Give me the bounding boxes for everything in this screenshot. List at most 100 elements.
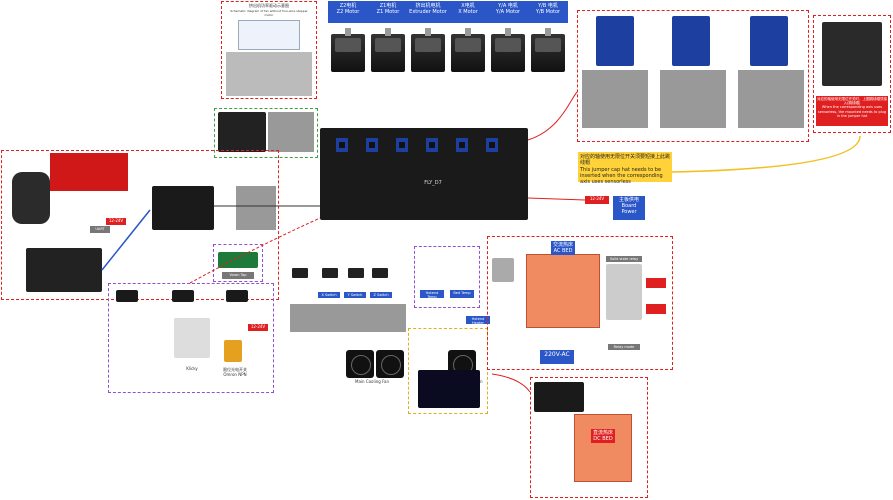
fan-1 bbox=[346, 350, 374, 378]
driver-photo-1 bbox=[596, 16, 634, 66]
board-power-label: 主板供电 Board Power bbox=[613, 196, 645, 220]
motor-label-cn: Z1电机 bbox=[379, 3, 397, 9]
stepper-motor-5 bbox=[531, 28, 565, 72]
fan-2 bbox=[376, 350, 404, 378]
x-switch bbox=[292, 268, 308, 278]
stepper-driver-0 bbox=[336, 138, 348, 152]
pi-voltage-tag: 12-24V bbox=[106, 218, 126, 225]
schematic-note bbox=[226, 52, 312, 96]
probe-box bbox=[108, 283, 274, 393]
motor-label-en: Extruder Motor bbox=[409, 9, 447, 15]
ac-bed-en: AC BED bbox=[553, 248, 573, 254]
motor-face bbox=[455, 38, 481, 52]
y-switch-label: Y Switch bbox=[344, 292, 366, 298]
stepper-motor-1 bbox=[371, 28, 405, 72]
board-label: FLY_D7 bbox=[424, 180, 442, 186]
stepper-driver-5 bbox=[486, 138, 498, 152]
bltouch-photo bbox=[224, 340, 242, 362]
thermistor-box bbox=[414, 246, 480, 308]
motor-label-cn: 挤出机电机 bbox=[415, 3, 441, 9]
hotend-heater-label: Hotend Heater bbox=[466, 316, 490, 325]
motor-label-cn: X电机 bbox=[461, 3, 475, 9]
pi-board-photo bbox=[26, 248, 102, 292]
stepper-driver-4 bbox=[456, 138, 468, 152]
driver-config-note bbox=[268, 112, 314, 152]
driver-config-table bbox=[218, 112, 266, 152]
sensorless-note-cn: 对应的轴使用无限位开关时，上图跳线帽须接入(跳线帽) bbox=[817, 97, 887, 106]
uart-label: UART bbox=[90, 226, 110, 233]
power-arrow bbox=[527, 197, 586, 201]
motor-label-en: Y/A Motor bbox=[495, 9, 521, 15]
pi-red-panel bbox=[50, 153, 128, 191]
motor-label-en: Z2 Motor bbox=[336, 9, 360, 15]
driver-photo-2 bbox=[672, 16, 710, 66]
bed-temp-label: Bed Temp bbox=[450, 290, 474, 298]
main-fan-label: Main Cooling Fan bbox=[355, 379, 389, 384]
jumper-note: 对应的轴使用无限位开关须要短接上此跳线帽 This jumper cap hat… bbox=[578, 152, 672, 185]
motor-face bbox=[375, 38, 401, 52]
motor-face bbox=[495, 38, 521, 52]
schematic-figure bbox=[238, 20, 300, 50]
dc-bed-connector bbox=[534, 382, 584, 412]
motor-label-en: Z1 Motor bbox=[376, 9, 400, 15]
dc-bed-box bbox=[530, 377, 648, 498]
stepper-motor-2 bbox=[411, 28, 445, 72]
z-switch bbox=[348, 268, 364, 278]
ssr-photo bbox=[606, 264, 642, 320]
motor-shaft bbox=[345, 28, 351, 36]
ac-bed-box bbox=[487, 236, 673, 370]
driver-note-2 bbox=[660, 70, 726, 128]
sensorless-board-photo bbox=[822, 22, 882, 86]
driver-config-box bbox=[214, 108, 318, 158]
driver-note-3 bbox=[738, 70, 804, 128]
stepper-motor-0 bbox=[331, 28, 365, 72]
toolhead-board-photo bbox=[12, 172, 50, 224]
ssr-red-2 bbox=[646, 304, 666, 314]
schematic-title: 挤出机功率驱动示意图 bbox=[249, 3, 289, 8]
motor-label-cn: Z2电机 bbox=[339, 3, 357, 9]
dc-bed-en: DC BED bbox=[593, 436, 613, 442]
hotend-temp-label: Hotend Temp bbox=[420, 290, 444, 299]
bltouch-switch-label: 限位光电开关 Omron NPN bbox=[212, 367, 258, 378]
sensorless-box bbox=[813, 15, 891, 133]
bed-link-arrow bbox=[491, 373, 531, 393]
motor-face bbox=[535, 38, 561, 52]
switch-note bbox=[290, 304, 406, 332]
probe-conn-1 bbox=[116, 290, 138, 302]
stepper-driver-3 bbox=[426, 138, 438, 152]
motor-label-cn: Y/B 电机 bbox=[538, 3, 558, 9]
dc-bed-label: 直流热床 DC BED bbox=[590, 429, 616, 443]
stepper-driver-2 bbox=[396, 138, 408, 152]
ssr-main-label: Solid state relay bbox=[606, 256, 642, 262]
jumper-note-en: This jumper cap hat needs to be inserted… bbox=[580, 166, 663, 186]
x-switch-label: X Switch bbox=[318, 292, 340, 298]
stepper-motor-3 bbox=[451, 28, 485, 72]
voron-tap-label: Voron Tap bbox=[222, 272, 254, 279]
stepper-motor-4 bbox=[491, 28, 525, 72]
cable-photo bbox=[418, 370, 480, 408]
jumper-note-cn: 对应的轴使用无限位开关须要短接上此跳线帽 bbox=[580, 154, 671, 167]
sensorless-note-en: When the corresponding axis uses sensorl… bbox=[817, 105, 887, 118]
can-note bbox=[236, 186, 276, 230]
ssr-red-1 bbox=[646, 278, 666, 288]
probe-conn-3 bbox=[226, 290, 248, 302]
motor-face bbox=[415, 38, 441, 52]
can-module-photo bbox=[152, 186, 214, 230]
ac-bed-label: 交流热床 AC BED bbox=[550, 241, 576, 255]
y-switch bbox=[322, 268, 338, 278]
motor-shaft bbox=[385, 28, 391, 36]
motor-label-cn: Y/A 电机 bbox=[498, 3, 518, 9]
motor-shaft bbox=[465, 28, 471, 36]
fan-schematic-box bbox=[221, 1, 317, 99]
schematic-subtitle: Schematic diagram of fan without four-wi… bbox=[230, 9, 308, 17]
ac-bed-cn: 交流热床 bbox=[552, 242, 574, 248]
klicky-label: Klicky bbox=[186, 366, 198, 371]
dc-bed: 直流热床 DC BED bbox=[574, 414, 632, 482]
probe-conn-2 bbox=[172, 290, 194, 302]
klicky-photo bbox=[174, 318, 210, 358]
